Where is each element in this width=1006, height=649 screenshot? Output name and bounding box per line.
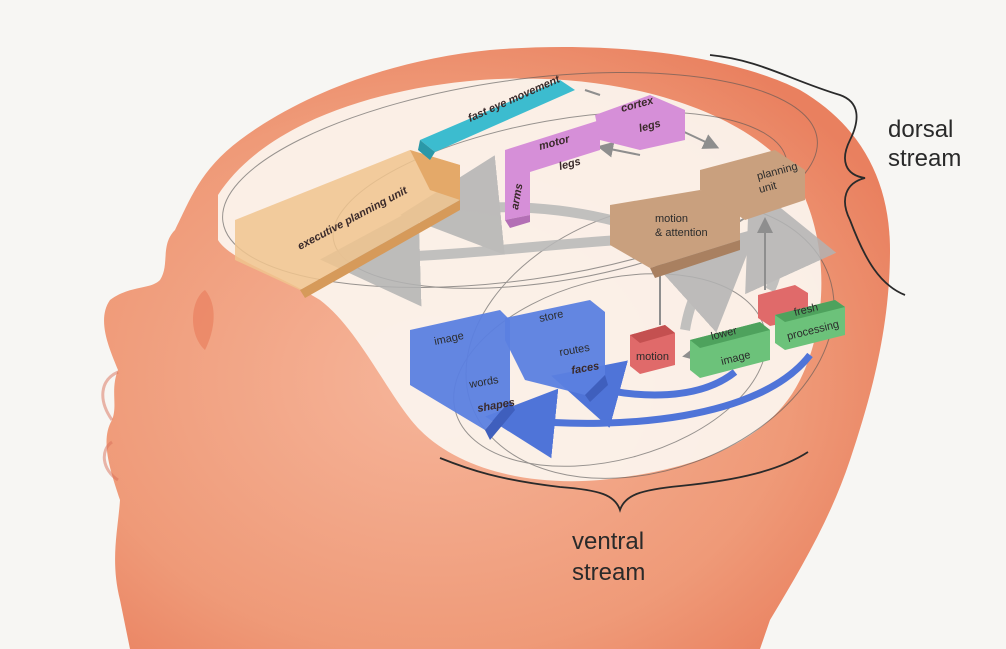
ventral-label-1: ventral (572, 528, 644, 555)
dorsal-label-2: stream (888, 145, 961, 172)
motion-attention-label-2: & attention (655, 227, 708, 239)
ventral-label-2: stream (572, 559, 645, 586)
motion-attention-label-1: motion (655, 213, 688, 225)
dorsal-label-1: dorsal (888, 116, 953, 143)
motion-cube-label: motion (636, 351, 669, 363)
